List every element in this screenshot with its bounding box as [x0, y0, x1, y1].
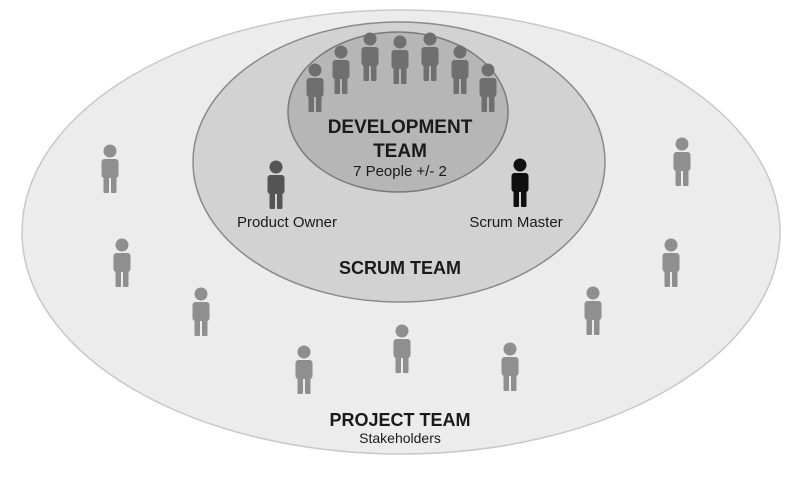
development-team-title-line2: TEAM [373, 141, 427, 162]
development-team-title-line1: DEVELOPMENT [327, 117, 473, 138]
development-team-title: DEVELOPMENT TEAM [300, 116, 500, 164]
scrum-team-title: SCRUM TEAM [339, 258, 461, 278]
scrum-master-label: Scrum Master [469, 214, 563, 231]
project-team-title: PROJECT TEAM [329, 410, 471, 430]
product-owner-label: Product Owner [236, 214, 338, 231]
development-team-size: 7 People +/- 2 [353, 163, 447, 180]
stakeholders-label: Stakeholders [359, 430, 441, 446]
